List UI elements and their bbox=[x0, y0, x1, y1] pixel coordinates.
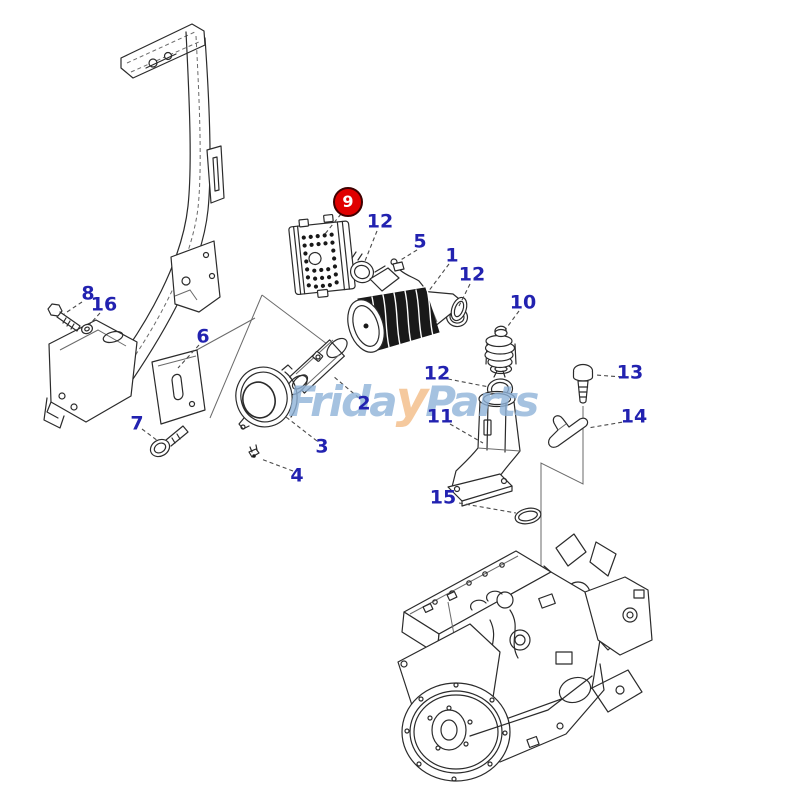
callout-14: 14 bbox=[620, 405, 648, 428]
precleaner-valve-10 bbox=[484, 325, 517, 375]
callout-12b: 12 bbox=[458, 263, 486, 286]
bolt-7 bbox=[149, 425, 189, 458]
callout-7: 7 bbox=[130, 412, 144, 435]
callout-1: 1 bbox=[445, 244, 459, 267]
intake-duct-11 bbox=[447, 390, 521, 507]
bolt-8 bbox=[47, 303, 81, 332]
filter-element-9 bbox=[288, 213, 356, 298]
clip-4 bbox=[248, 444, 260, 458]
washer-16 bbox=[81, 323, 93, 335]
watermark-segment-1: Frida bbox=[288, 377, 398, 426]
callout-5: 5 bbox=[413, 230, 427, 253]
bolt-13 bbox=[572, 363, 594, 404]
alignment-line bbox=[540, 406, 584, 600]
callout-13: 13 bbox=[616, 361, 644, 384]
leader-lines bbox=[63, 213, 630, 514]
callout-12c: 12 bbox=[423, 362, 451, 385]
hose-clamp-12a bbox=[349, 251, 375, 284]
engine bbox=[397, 550, 653, 782]
watermark-logo: FridayParts bbox=[288, 370, 539, 428]
callout-11: 11 bbox=[426, 405, 454, 428]
callout-8: 8 bbox=[81, 282, 95, 305]
bracket-6 bbox=[151, 349, 206, 425]
clip-14 bbox=[547, 415, 589, 448]
callout-6: 6 bbox=[196, 325, 210, 348]
cab-frame bbox=[43, 23, 225, 429]
callout-2: 2 bbox=[357, 392, 371, 415]
callout-12a: 12 bbox=[366, 210, 394, 233]
tube-2 bbox=[286, 337, 348, 396]
callout-9-highlight-badge: 9 bbox=[333, 187, 363, 217]
callout-4: 4 bbox=[290, 464, 304, 487]
watermark-segment-2: Parts bbox=[425, 377, 539, 426]
callout-3: 3 bbox=[315, 435, 329, 458]
gasket-15 bbox=[514, 507, 542, 525]
dust-cap-3 bbox=[235, 364, 298, 430]
callout-15: 15 bbox=[429, 486, 457, 509]
air-cleaner-assembly-1 bbox=[347, 265, 468, 353]
fitting-5 bbox=[390, 258, 424, 287]
callout-16: 16 bbox=[90, 293, 118, 316]
callout-10: 10 bbox=[509, 291, 537, 314]
watermark-accent-y: y bbox=[395, 370, 429, 428]
